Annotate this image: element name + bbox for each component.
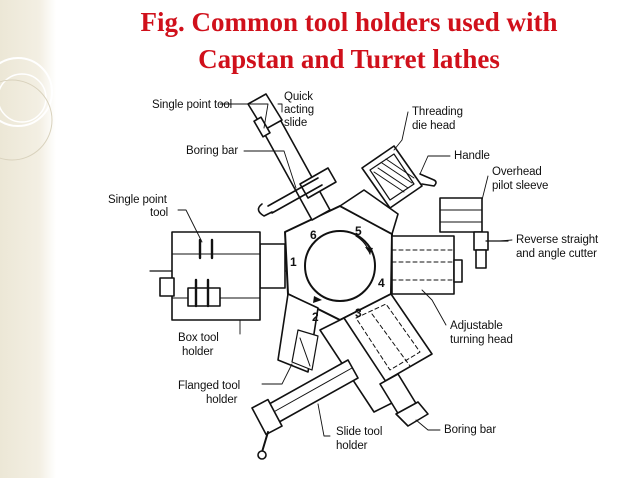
label-reverse-straight-2: and angle cutter: [516, 248, 597, 260]
label-overhead-pilot-sleeve-1: Overhead: [492, 166, 542, 178]
label-threading-die-head-2: die head: [412, 120, 456, 132]
label-adjustable-turning-head-2: turning head: [450, 334, 513, 346]
reverse-straight-cutter-assembly: [391, 231, 509, 295]
turret-bore-circle: [304, 230, 376, 302]
label-quick-acting-3: slide: [284, 117, 308, 129]
face-number-4: 4: [378, 276, 385, 290]
title-line-1: Fig. Common tool holders used with: [140, 7, 558, 37]
face-number-5: 5: [355, 224, 362, 238]
label-reverse-straight-1: Reverse straight: [516, 234, 599, 246]
threading-die-head-assembly: [339, 145, 437, 235]
label-single-point-tool-left-1: Single point: [108, 194, 167, 206]
figure-title: Fig. Common tool holders used with Capst…: [60, 4, 638, 78]
lower-boring-bar: [379, 373, 429, 427]
label-flanged-tool-holder-2: holder: [206, 394, 238, 406]
face-number-2: 2: [312, 310, 319, 324]
quick-acting-slide-assembly: [247, 93, 337, 221]
overhead-pilot-sleeve: [439, 197, 483, 233]
label-single-point-tool-top: Single point tool: [152, 99, 233, 111]
decorative-side-band: [0, 0, 56, 478]
flanged-tool-holder-assembly: [277, 293, 319, 373]
label-handle: Handle: [454, 150, 490, 162]
leader-lines: [177, 103, 513, 437]
label-boring-bar-top: Boring bar: [186, 145, 239, 157]
label-quick-acting-1: Quick: [284, 91, 313, 103]
face-number-1: 1: [290, 255, 297, 269]
title-line-2: Capstan and Turret lathes: [198, 44, 500, 74]
label-single-point-tool-left-2: tool: [150, 207, 169, 219]
label-threading-die-head-1: Threading: [412, 106, 463, 118]
label-slide-tool-holder-2: holder: [336, 440, 368, 452]
label-slide-tool-holder-1: Slide tool: [336, 426, 383, 438]
label-boring-bar-bottom: Boring bar: [444, 424, 497, 436]
label-adjustable-turning-head-1: Adjustable: [450, 320, 503, 332]
label-flanged-tool-holder-1: Flanged tool: [178, 380, 241, 392]
face-number-6: 6: [310, 228, 317, 242]
face-number-3: 3: [355, 306, 362, 320]
slide-tool-holder-assembly: [251, 317, 399, 460]
box-tool-holder-assembly: [159, 231, 286, 321]
label-quick-acting-2: acting: [284, 104, 315, 116]
label-box-tool-holder-2: holder: [182, 346, 214, 358]
rotation-arrow-lower: [313, 296, 322, 303]
label-overhead-pilot-sleeve-2: pilot sleeve: [492, 180, 549, 192]
label-box-tool-holder-1: Box tool: [178, 332, 219, 344]
decorative-rings: [0, 57, 53, 161]
